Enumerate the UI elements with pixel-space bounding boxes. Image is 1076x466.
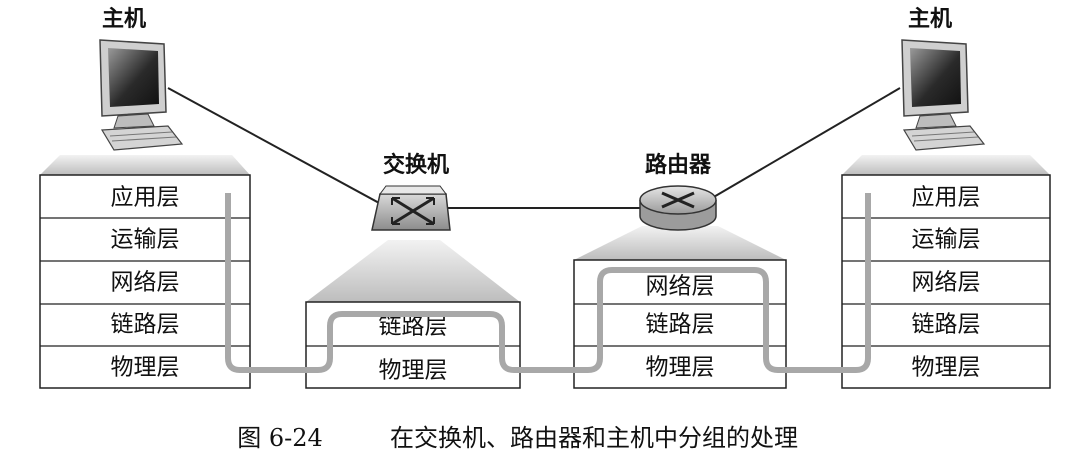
layer-label: 链路层 [111,312,180,338]
router-label: 路由器 [645,152,712,178]
layer-label: 网络层 [912,270,981,296]
layer-label: 链路层 [379,314,448,340]
shadow-host-left [40,155,250,175]
figure-caption: 在交换机、路由器和主机中分组的处理 [390,424,798,452]
shadow-host-right [842,155,1050,175]
layer-label: 运输层 [111,227,180,253]
host-right-label: 主机 [908,7,952,32]
computer-icon [99,39,184,151]
layer-label: 物理层 [912,355,981,381]
figure-number: 图 6-24 [237,424,323,452]
layer-label: 运输层 [912,227,981,253]
stack-shadows [40,155,1050,302]
layer-label: 物理层 [111,355,180,381]
shadow-switch [306,240,520,302]
stack-router: 网络层 链路层 物理层 [573,259,787,389]
packet-path [225,193,871,373]
host-left-label: 主机 [102,7,146,32]
layer-label: 应用层 [111,185,180,211]
layer-label: 链路层 [646,312,715,338]
network-links [167,87,901,211]
stack-host-left: 应用层 运输层 网络层 链路层 物理层 [39,174,251,389]
layer-label: 网络层 [646,274,715,300]
layer-label: 物理层 [646,355,715,381]
switch-icon [371,185,451,231]
switch-label: 交换机 [383,152,449,178]
layer-label: 网络层 [111,270,180,296]
layer-label: 应用层 [912,185,981,211]
stack-host-right: 应用层 运输层 网络层 链路层 物理层 [841,174,1051,389]
computer-icon [901,39,986,151]
link-router-to-host-right [711,87,901,199]
shadow-router [574,226,786,260]
link-host-left-to-switch [167,87,393,211]
layer-label: 物理层 [379,358,448,384]
layer-label: 链路层 [912,312,981,338]
router-icon [639,185,717,231]
